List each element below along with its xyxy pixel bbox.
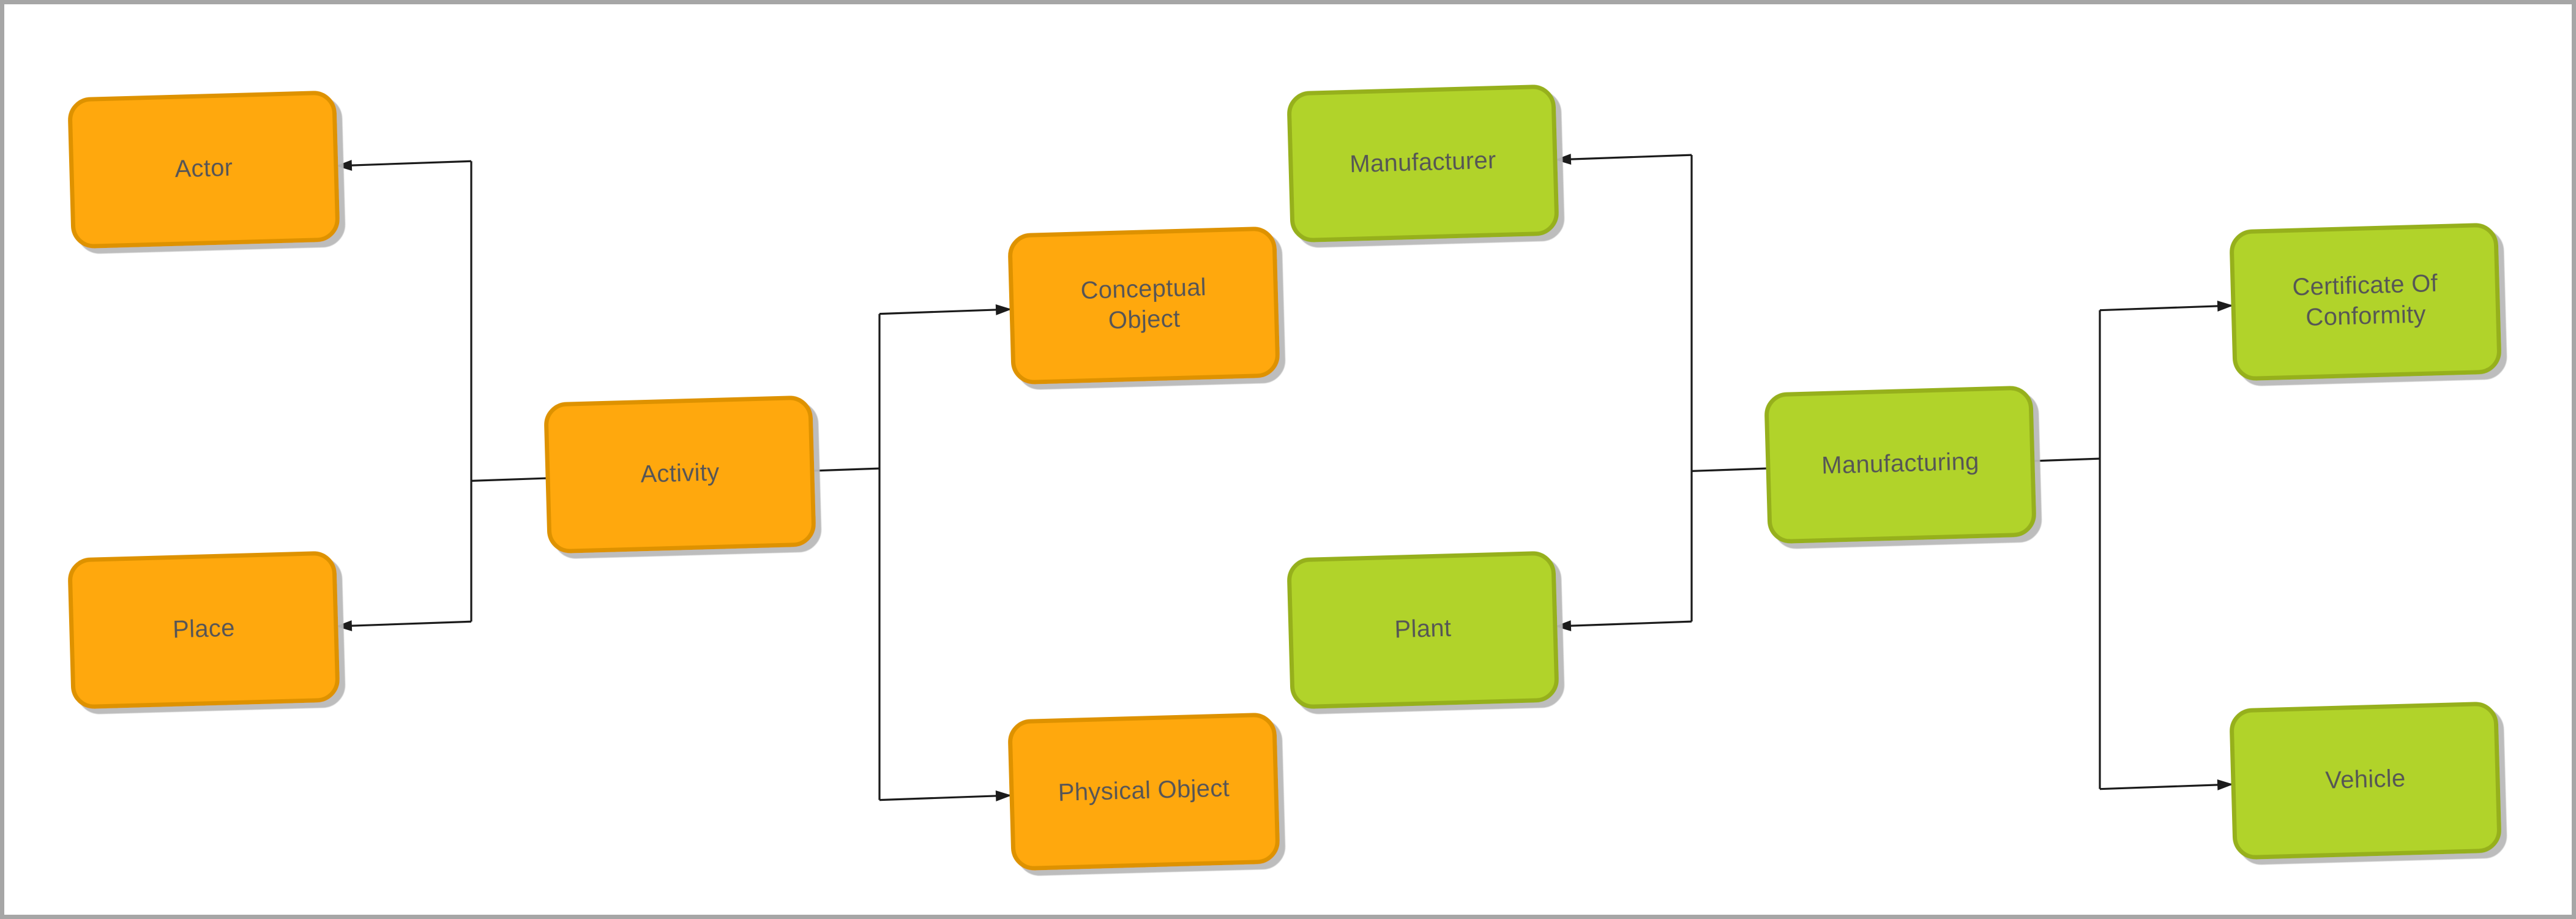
node-shape-place (68, 551, 340, 709)
connector-branch-actor (335, 160, 472, 167)
connector-activity-to-objects[interactable] (812, 304, 1012, 801)
connector-branch-plant (1555, 620, 1692, 628)
node-label-line: Vehicle (2325, 765, 2406, 794)
node-activity[interactable]: Activity (544, 396, 816, 553)
node-certificate-of-conformity[interactable]: Certificate OfConformity (2230, 223, 2501, 381)
node-label-actor: Actor (174, 154, 233, 182)
node-label-line: Certificate Of (2292, 269, 2438, 301)
node-label-conceptual-object: ConceptualObject (1080, 274, 1208, 335)
connector-manufacturing-to-manufacturer-plant[interactable] (1555, 154, 1769, 632)
node-physical-object[interactable]: Physical Object (1008, 713, 1280, 871)
node-vehicle[interactable]: Vehicle (2230, 702, 2501, 860)
node-shape-conceptual-object (1008, 227, 1280, 384)
arrowhead-vehicle (2217, 779, 2234, 790)
connectors-layer (335, 154, 2234, 801)
node-label-certificate-of-conformity: Certificate OfConformity (2292, 269, 2440, 331)
node-label-line: Conceptual (1080, 274, 1207, 304)
node-shape-physical-object (1008, 713, 1280, 871)
node-label-line: Manufacturing (1821, 448, 1980, 479)
node-label-plant: Plant (1394, 614, 1452, 643)
connector-activity-to-actor-place[interactable] (335, 160, 548, 632)
node-label-line: Activity (640, 459, 720, 488)
node-manufacturing[interactable]: Manufacturing (1764, 386, 2036, 544)
connector-branch-certificate-of-conformity (2099, 304, 2234, 312)
node-label-line: Actor (174, 154, 233, 182)
node-shape-actor (68, 91, 340, 249)
arrowhead-actor (335, 160, 353, 171)
node-label-line: Physical Object (1058, 775, 1230, 806)
node-shape-plant (1287, 551, 1559, 709)
connector-stem (2032, 457, 2100, 462)
node-label-line: Place (173, 614, 236, 643)
node-shape-manufacturing (1764, 386, 2036, 544)
node-place[interactable]: Place (68, 551, 340, 709)
node-label-line: Object (1108, 305, 1181, 334)
node-label-line: Conformity (2305, 301, 2427, 331)
connector-branch-vehicle (2099, 783, 2234, 790)
arrowhead-conceptual-object (995, 304, 1012, 315)
connector-branch-place (335, 620, 472, 628)
node-label-line: Plant (1394, 614, 1452, 643)
node-shape-certificate-of-conformity (2230, 223, 2501, 381)
node-shape-manufacturer (1287, 84, 1559, 242)
node-label-activity: Activity (640, 459, 720, 488)
node-label-line: Manufacturer (1350, 146, 1496, 178)
connector-branch-physical-object (879, 794, 1012, 801)
node-label-vehicle: Vehicle (2325, 765, 2406, 794)
node-plant[interactable]: Plant (1287, 551, 1559, 709)
node-shape-activity (544, 396, 816, 553)
arrowhead-manufacturer (1555, 154, 1572, 165)
connector-branch-conceptual-object (879, 308, 1012, 315)
node-actor[interactable]: Actor (68, 91, 340, 249)
node-label-manufacturer: Manufacturer (1350, 146, 1496, 178)
connector-stem (471, 477, 548, 482)
connector-manufacturing-to-outputs[interactable] (2032, 300, 2234, 790)
node-manufacturer[interactable]: Manufacturer (1287, 84, 1559, 242)
arrowhead-plant (1555, 620, 1572, 632)
node-label-place: Place (173, 614, 236, 643)
node-shape-vehicle (2230, 702, 2501, 860)
arrowhead-certificate-of-conformity (2217, 300, 2234, 312)
node-label-manufacturing: Manufacturing (1821, 448, 1980, 479)
connector-stem (1691, 467, 1769, 473)
node-label-physical-object: Physical Object (1058, 775, 1230, 806)
connector-branch-manufacturer (1555, 154, 1692, 161)
node-conceptual-object[interactable]: ConceptualObject (1008, 227, 1280, 384)
connector-stem (812, 467, 880, 472)
arrowhead-place (335, 620, 353, 632)
arrowhead-physical-object (995, 790, 1012, 801)
